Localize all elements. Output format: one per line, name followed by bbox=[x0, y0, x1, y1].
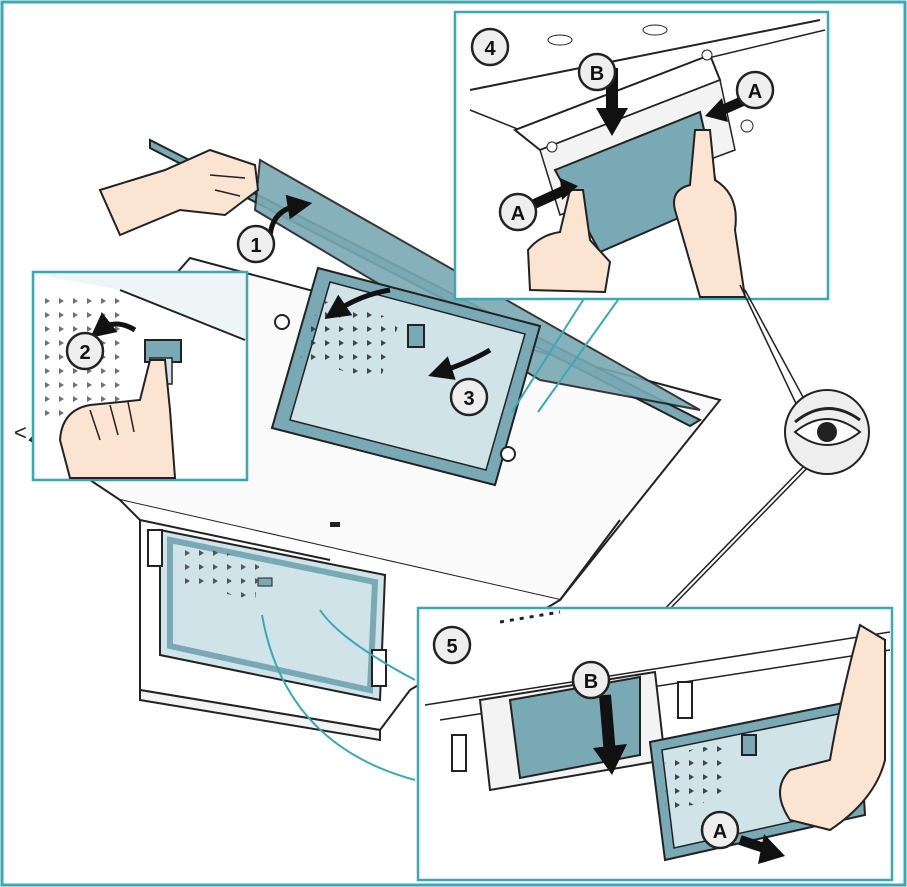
hand-lifting bbox=[100, 150, 258, 235]
svg-text:5: 5 bbox=[446, 636, 457, 658]
callout-a-bottom: A bbox=[702, 812, 738, 848]
eye-icon bbox=[785, 390, 869, 474]
svg-text:B: B bbox=[590, 63, 604, 85]
side-mark: < bbox=[14, 420, 27, 445]
screw bbox=[275, 315, 289, 329]
step-badge-2: 2 bbox=[67, 333, 103, 369]
step-badge-5: 5 bbox=[434, 627, 470, 663]
callout-b-bottom: B bbox=[573, 662, 609, 698]
svg-text:4: 4 bbox=[484, 38, 496, 60]
svg-text:3: 3 bbox=[463, 388, 474, 410]
filter-latch bbox=[258, 578, 272, 586]
screw bbox=[547, 142, 557, 152]
inset-step-2: 2 bbox=[33, 272, 247, 480]
step-badge-1: 1 bbox=[238, 226, 274, 262]
screw bbox=[501, 447, 515, 461]
svg-text:B: B bbox=[584, 671, 598, 693]
callout-a-left: A bbox=[500, 194, 536, 230]
svg-text:A: A bbox=[713, 821, 727, 843]
filter-latch bbox=[408, 325, 424, 347]
screw bbox=[702, 50, 712, 60]
callout-a-right: A bbox=[737, 72, 773, 108]
svg-text:1: 1 bbox=[250, 235, 261, 257]
step-badge-4: 4 bbox=[472, 29, 508, 65]
filter-latch bbox=[742, 735, 756, 755]
svg-text:A: A bbox=[511, 203, 525, 225]
side-light bbox=[148, 530, 162, 566]
svg-text:2: 2 bbox=[79, 342, 90, 364]
hood-slot bbox=[330, 522, 340, 527]
side-light bbox=[678, 682, 692, 718]
step-badge-3: 3 bbox=[451, 379, 487, 415]
screw bbox=[741, 120, 753, 132]
side-light bbox=[452, 735, 466, 771]
callout-b-top: B bbox=[579, 54, 615, 90]
inset-step-5: 5 B A bbox=[418, 608, 892, 880]
push-arrow bbox=[605, 695, 610, 755]
svg-text:A: A bbox=[748, 81, 762, 103]
inset-step-4: 4 B A A bbox=[455, 12, 828, 299]
